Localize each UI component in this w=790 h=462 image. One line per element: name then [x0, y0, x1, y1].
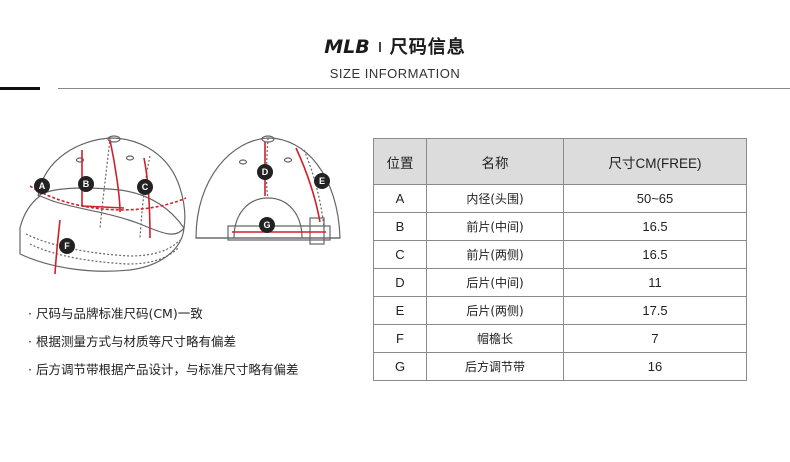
page-title: MLB 尺码信息 — [0, 33, 790, 59]
note-item: · 尺码与品牌标准尺码(CM)一致 — [28, 306, 203, 321]
column-header-name: 名称 — [426, 138, 564, 185]
cell-position: C — [373, 240, 427, 269]
cell-position: B — [373, 212, 427, 241]
cell-size: 16 — [563, 352, 747, 381]
page-subtitle: SIZE INFORMATION — [329, 66, 461, 81]
cell-name: 前片(中间) — [426, 212, 564, 241]
cell-name: 前片(两侧) — [426, 240, 564, 269]
table-row: E 后片(两侧) 17.5 — [373, 296, 747, 325]
title-separator — [378, 42, 381, 52]
column-header-size: 尺寸CM(FREE) — [563, 138, 747, 185]
header-rule-accent — [0, 87, 40, 90]
note-item: · 根据测量方式与材质等尺寸略有偏差 — [28, 334, 236, 349]
table-row: F 帽檐长 7 — [373, 324, 747, 353]
svg-text:F: F — [64, 241, 70, 251]
cell-position: E — [373, 296, 427, 325]
note-item: · 后方调节带根据产品设计，与标准尺寸略有偏差 — [28, 362, 299, 377]
cell-size: 11 — [563, 268, 747, 297]
cell-name: 后片(中间) — [426, 268, 564, 297]
table-header-row: 位置 名称 尺寸CM(FREE) — [373, 138, 747, 185]
cell-position: D — [373, 268, 427, 297]
marker-e: E — [314, 173, 330, 189]
cell-size: 50~65 — [563, 184, 747, 213]
cell-name: 后片(两侧) — [426, 296, 564, 325]
svg-text:G: G — [263, 220, 270, 230]
cell-position: F — [373, 324, 427, 353]
table-row: D 后片(中间) 11 — [373, 268, 747, 297]
svg-text:C: C — [142, 182, 149, 192]
cell-position: A — [373, 184, 427, 213]
marker-g: G — [259, 217, 275, 233]
table-row: G 后方调节带 16 — [373, 352, 747, 381]
table-row: C 前片(两侧) 16.5 — [373, 240, 747, 269]
table-row: B 前片(中间) 16.5 — [373, 212, 747, 241]
cell-name: 帽檐长 — [426, 324, 564, 353]
title-text: 尺码信息 — [389, 37, 466, 58]
brand-logo: MLB — [324, 36, 370, 58]
page-header: MLB 尺码信息 SIZE INFORMATION — [0, 0, 790, 95]
marker-c: C — [137, 179, 153, 195]
cap-front-illustration — [19, 135, 186, 272]
cell-name: 后方调节带 — [426, 352, 564, 381]
cell-position: G — [373, 352, 427, 381]
cell-size: 17.5 — [563, 296, 747, 325]
cell-size: 16.5 — [563, 212, 747, 241]
cell-size: 16.5 — [563, 240, 747, 269]
table-row: A 内径(头围) 50~65 — [373, 184, 747, 213]
cell-name: 内径(头围) — [426, 184, 564, 213]
marker-d: D — [257, 164, 273, 180]
marker-b: B — [78, 176, 94, 192]
size-notes: · 尺码与品牌标准尺码(CM)一致 · 根据测量方式与材质等尺寸略有偏差 · 后… — [28, 306, 368, 390]
marker-f: F — [59, 238, 75, 254]
svg-text:E: E — [319, 176, 325, 186]
cap-measurement-diagram: A B C F D E G — [19, 135, 341, 275]
cell-size: 7 — [563, 324, 747, 353]
svg-text:B: B — [83, 179, 90, 189]
svg-text:A: A — [39, 181, 46, 191]
size-table: 位置 名称 尺寸CM(FREE) A 内径(头围) 50~65 B 前片(中间)… — [373, 138, 747, 381]
marker-a: A — [34, 178, 50, 194]
svg-text:D: D — [262, 167, 269, 177]
column-header-position: 位置 — [373, 138, 427, 185]
header-rule — [58, 88, 790, 89]
